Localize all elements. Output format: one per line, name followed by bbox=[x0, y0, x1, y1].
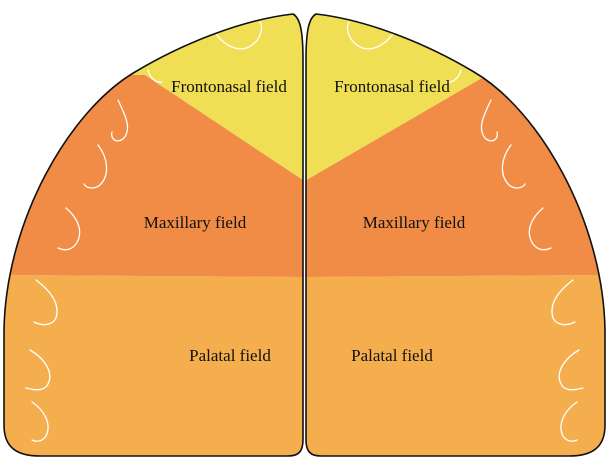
right-maxillary-label: Maxillary field bbox=[363, 213, 466, 232]
left-lobe: Frontonasal field Maxillary field Palata… bbox=[0, 0, 306, 459]
right-palatal-field-region bbox=[303, 275, 609, 459]
left-palatal-label: Palatal field bbox=[189, 346, 271, 365]
left-palatal-field-region bbox=[0, 275, 306, 459]
right-lobe: Frontonasal field Maxillary field Palata… bbox=[303, 0, 609, 459]
left-maxillary-label: Maxillary field bbox=[144, 213, 247, 232]
right-frontonasal-label: Frontonasal field bbox=[334, 77, 450, 96]
right-palatal-label: Palatal field bbox=[351, 346, 433, 365]
left-frontonasal-label: Frontonasal field bbox=[171, 77, 287, 96]
